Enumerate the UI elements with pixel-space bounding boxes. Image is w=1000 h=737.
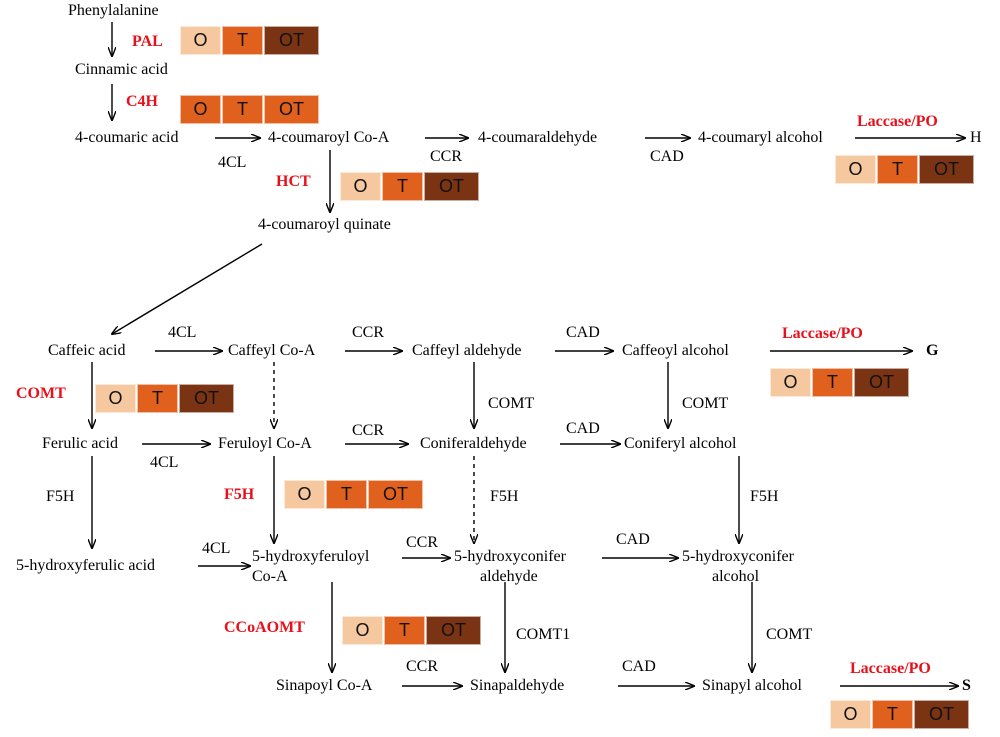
box-ot: OT (426, 616, 481, 645)
expression-boxes-c4h: O T OT (180, 95, 319, 124)
compound-caffeyl-aldehyde: Caffeyl aldehyde (412, 342, 522, 359)
box-o: O (830, 700, 871, 729)
compound-4-coumaryl-alcohol: 4-coumaryl alcohol (698, 129, 823, 146)
box-t: T (812, 368, 853, 397)
box-t: T (877, 155, 918, 184)
box-ot: OT (264, 26, 319, 55)
box-ot: OT (179, 384, 234, 413)
compound-cinnamic-acid: Cinnamic acid (75, 61, 168, 78)
enzyme-comt: COMT (682, 395, 729, 412)
compound-ferulic-acid: Ferulic acid (42, 435, 118, 452)
box-ot: OT (854, 368, 909, 397)
compound-coniferaldehyde: Coniferaldehyde (420, 435, 527, 452)
enzyme-f5h-highlight: F5H (224, 486, 255, 503)
compound-5-hydroxyferuloyl-coa-line2: Co-A (252, 568, 288, 585)
enzyme-4cl: 4CL (218, 154, 247, 171)
enzyme-cad: CAD (650, 148, 684, 165)
compound-4-coumaraldehyde: 4-coumaraldehyde (478, 129, 598, 146)
compound-feruloyl-coa: Feruloyl Co-A (218, 435, 312, 452)
expression-boxes-ccoaomt: O T OT (342, 616, 481, 645)
enzyme-pal-highlight: PAL (132, 33, 163, 50)
box-t: T (137, 384, 178, 413)
enzyme-ccoaomt-highlight: CCoAOMT (224, 619, 305, 636)
compound-5-hydroxyconifer-aldehyde: 5-hydroxyconifer (454, 548, 566, 565)
compound-coniferyl-alcohol: Coniferyl alcohol (624, 435, 737, 452)
box-t: T (384, 616, 425, 645)
compound-5-hydroxyconifer-aldehyde-line2: aldehyde (480, 568, 538, 585)
enzyme-cad: CAD (566, 420, 600, 437)
box-o: O (340, 172, 381, 201)
enzyme-ccr: CCR (352, 422, 385, 439)
enzyme-ccr: CCR (352, 324, 385, 341)
box-t: T (326, 480, 367, 509)
enzyme-ccr: CCR (406, 658, 439, 675)
compound-sinapyl-alcohol: Sinapyl alcohol (702, 677, 802, 694)
compound-caffeoyl-alcohol: Caffeoyl alcohol (622, 342, 729, 359)
unit-h: H (970, 129, 982, 146)
enzyme-comt: COMT (766, 626, 813, 643)
enzyme-4cl: 4CL (168, 324, 197, 341)
compound-5-hydroxyconifer-alcohol: 5-hydroxyconifer (682, 548, 794, 565)
compound-sinapaldehyde: Sinapaldehyde (470, 677, 565, 694)
box-o: O (180, 95, 221, 124)
expression-boxes-comt: O T OT (95, 384, 234, 413)
enzyme-ccr: CCR (406, 534, 439, 551)
compound-4-coumaric-acid: 4-coumaric acid (75, 129, 179, 146)
box-t: T (382, 172, 423, 201)
expression-boxes-pal: O T OT (180, 26, 319, 55)
enzyme-ccr: CCR (430, 148, 463, 165)
box-o: O (342, 616, 383, 645)
box-t: T (222, 26, 263, 55)
box-o: O (835, 155, 876, 184)
box-ot: OT (264, 95, 319, 124)
expression-boxes-laccase-s: O T OT (830, 700, 969, 729)
compound-4-coumaroyl-coa: 4-coumaroyl Co-A (268, 129, 390, 146)
box-ot: OT (368, 480, 423, 509)
enzyme-f5h: F5H (46, 488, 75, 505)
box-o: O (770, 368, 811, 397)
arrow-quinate-caffeic (112, 243, 263, 334)
enzyme-comt-highlight: COMT (16, 385, 66, 402)
box-t: T (872, 700, 913, 729)
enzyme-c4h-highlight: C4H (126, 93, 158, 110)
enzyme-f5h: F5H (750, 488, 779, 505)
unit-s: S (962, 677, 971, 694)
unit-g: G (926, 342, 939, 359)
enzyme-cad: CAD (616, 531, 650, 548)
expression-boxes-f5h: O T OT (284, 480, 423, 509)
box-o: O (180, 26, 221, 55)
enzyme-4cl: 4CL (150, 454, 179, 471)
enzyme-cad: CAD (622, 658, 656, 675)
enzyme-4cl: 4CL (202, 540, 231, 557)
box-ot: OT (424, 172, 479, 201)
enzyme-laccase-s-highlight: Laccase/PO (850, 660, 931, 677)
compound-caffeic-acid: Caffeic acid (48, 342, 126, 359)
expression-boxes-hct: O T OT (340, 172, 479, 201)
compound-5-hydroxyferulic-acid: 5-hydroxyferulic acid (16, 557, 156, 574)
box-ot: OT (919, 155, 974, 184)
compound-5-hydroxyconifer-alcohol-line2: alcohol (712, 568, 760, 585)
enzyme-comt: COMT (488, 395, 535, 412)
compound-caffeyl-coa: Caffeyl Co-A (228, 342, 316, 359)
compound-5-hydroxyferuloyl-coa: 5-hydroxyferuloyl (252, 548, 370, 565)
compound-4-coumaroyl-quinate: 4-coumaroyl quinate (258, 216, 391, 233)
enzyme-cad: CAD (566, 324, 600, 341)
expression-boxes-laccase-g: O T OT (770, 368, 909, 397)
compound-phenylalanine: Phenylalanine (68, 2, 159, 19)
enzyme-f5h: F5H (490, 488, 519, 505)
enzyme-laccase-h-highlight: Laccase/PO (857, 113, 938, 130)
enzyme-hct-highlight: HCT (276, 173, 311, 190)
enzyme-comt1: COMT1 (516, 626, 571, 643)
enzyme-laccase-g-highlight: Laccase/PO (782, 325, 863, 342)
expression-boxes-laccase-h: O T OT (835, 155, 974, 184)
box-ot: OT (914, 700, 969, 729)
box-o: O (95, 384, 136, 413)
box-o: O (284, 480, 325, 509)
box-t: T (222, 95, 263, 124)
compound-sinapoyl-coa: Sinapoyl Co-A (276, 677, 373, 694)
